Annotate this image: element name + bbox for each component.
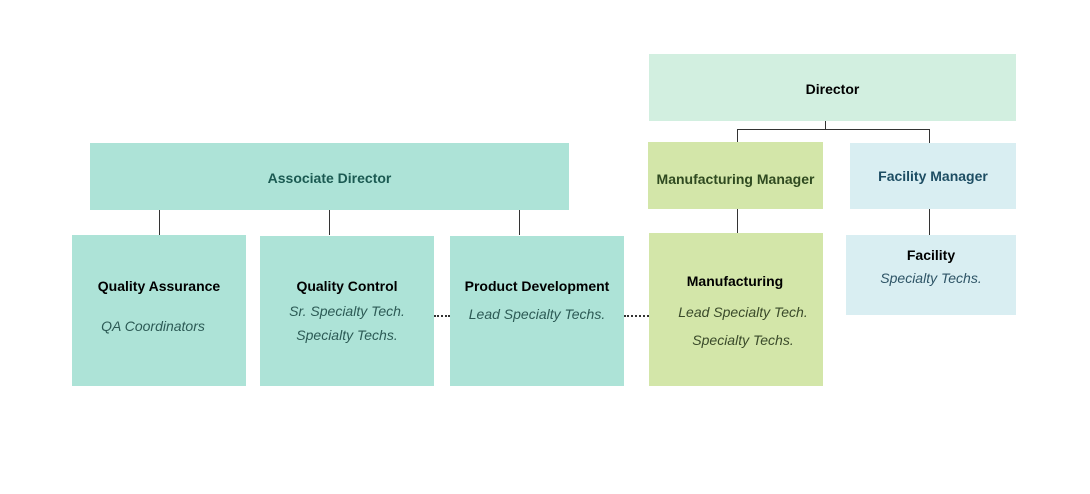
product-development-box: Product Development Lead Specialty Techs… xyxy=(450,236,624,386)
connector-director-bar xyxy=(737,129,930,130)
dotted-link-pd-manufacturing xyxy=(624,315,649,317)
connector-to-quality-assurance xyxy=(159,210,160,235)
connector-to-facility-manager xyxy=(929,129,930,143)
product-development-staff-0: Lead Specialty Techs. xyxy=(468,306,606,322)
product-development-title: Product Development xyxy=(464,278,610,294)
connector-to-product-development xyxy=(519,210,520,235)
manufacturing-staff-1: Specialty Techs. xyxy=(692,332,794,348)
connector-director-stem xyxy=(825,121,826,130)
quality-control-staff-1: Specialty Techs. xyxy=(296,327,398,343)
dotted-link-qc-pd xyxy=(434,315,450,317)
connector-to-manufacturing xyxy=(737,209,738,233)
facility-manager-title: Facility Manager xyxy=(878,168,988,184)
director-box: Director xyxy=(649,54,1016,121)
manufacturing-manager-title: Manufacturing Manager xyxy=(656,171,815,187)
connector-to-quality-control xyxy=(329,210,330,235)
quality-assurance-staff-0: QA Coordinators xyxy=(101,318,205,334)
connector-to-facility xyxy=(929,209,930,235)
facility-staff-0: Specialty Techs. xyxy=(880,270,982,286)
facility-title: Facility xyxy=(906,247,956,263)
associate-director-title: Associate Director xyxy=(267,170,392,186)
quality-control-box: Quality Control Sr. Specialty Tech. Spec… xyxy=(260,236,434,386)
facility-manager-box: Facility Manager xyxy=(850,143,1016,209)
quality-control-title: Quality Control xyxy=(296,278,398,294)
connector-to-manufacturing-manager xyxy=(737,129,738,142)
quality-assurance-title: Quality Assurance xyxy=(97,278,221,294)
manufacturing-box: Manufacturing Lead Specialty Tech. Speci… xyxy=(649,233,823,386)
manufacturing-title: Manufacturing xyxy=(686,273,784,289)
associate-director-box: Associate Director xyxy=(90,143,569,210)
quality-assurance-box: Quality Assurance QA Coordinators xyxy=(72,235,246,386)
facility-box: Facility Specialty Techs. xyxy=(846,235,1016,315)
director-title: Director xyxy=(805,81,860,97)
manufacturing-manager-box: Manufacturing Manager xyxy=(648,142,823,209)
quality-control-staff-0: Sr. Specialty Tech. xyxy=(289,303,405,319)
manufacturing-staff-0: Lead Specialty Tech. xyxy=(678,304,808,320)
